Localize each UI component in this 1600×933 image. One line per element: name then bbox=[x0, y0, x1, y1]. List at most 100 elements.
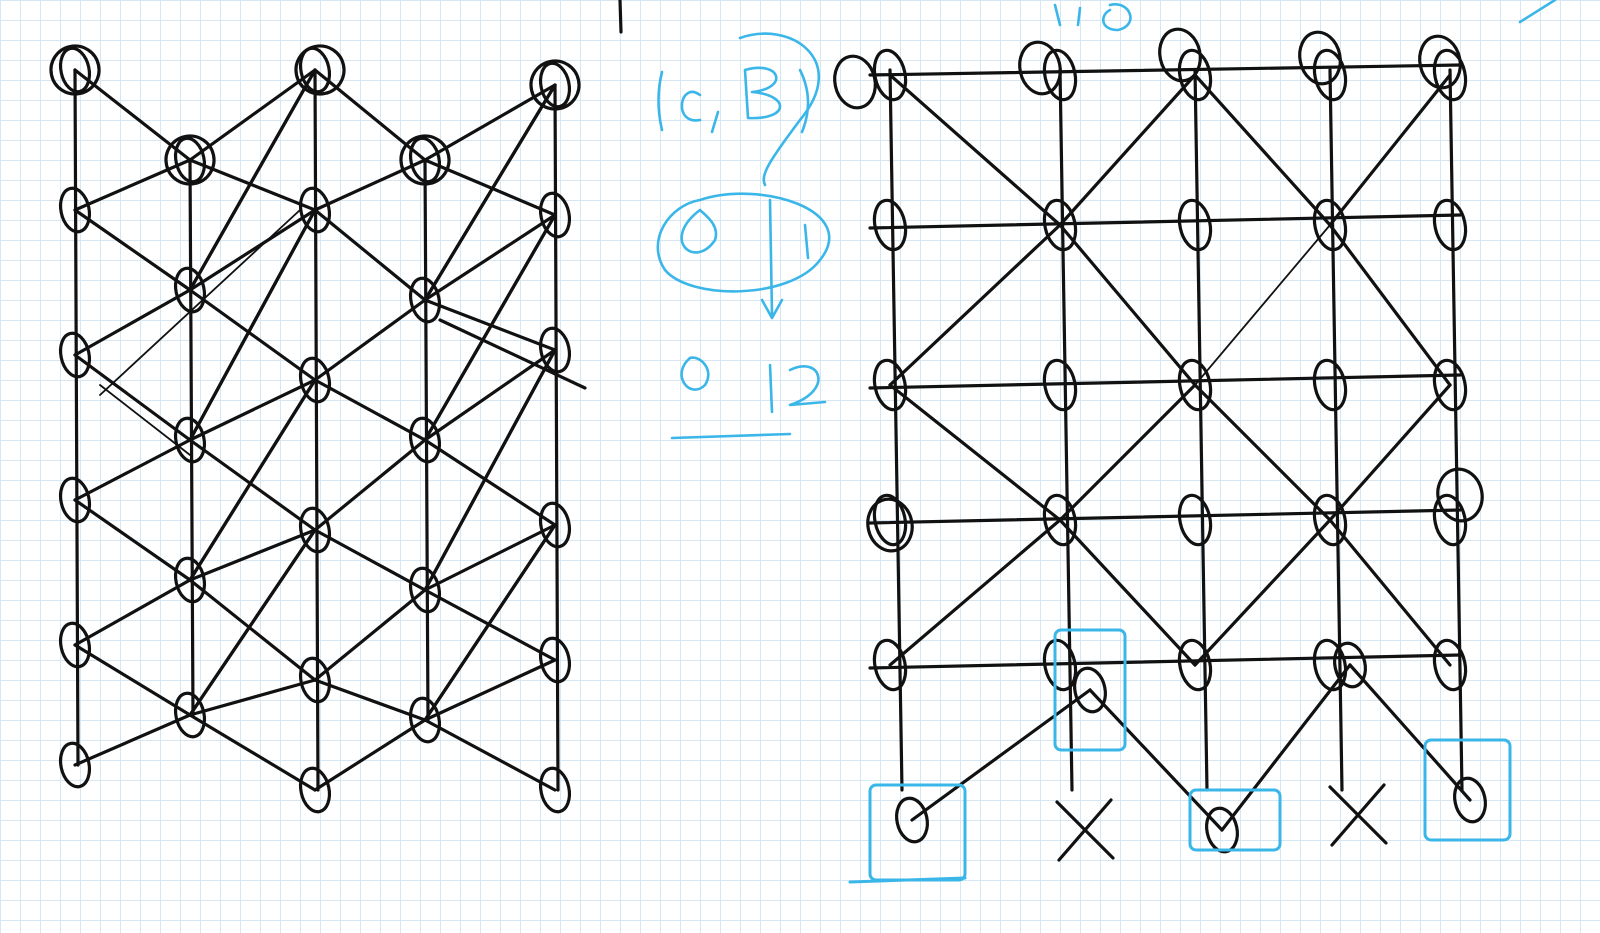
lattice-node bbox=[58, 46, 92, 94]
ladder-node bbox=[1432, 493, 1468, 547]
lattice-diagonal-strut bbox=[73, 68, 192, 162]
lattice-diagonal-strut bbox=[313, 298, 427, 382]
lattice-node bbox=[298, 766, 332, 814]
ladder-vertical-strut bbox=[1448, 68, 1464, 792]
highlight-box bbox=[1053, 628, 1127, 752]
ladder-node bbox=[1432, 358, 1468, 412]
ladder-node bbox=[1312, 493, 1348, 547]
ladder-node bbox=[895, 796, 929, 844]
lattice-node bbox=[173, 416, 207, 464]
ladder-diagonal-brace bbox=[1058, 383, 1197, 522]
lattice-node bbox=[58, 331, 92, 379]
lattice-vertical-strut bbox=[553, 83, 560, 792]
ladder-node bbox=[1298, 30, 1342, 86]
lattice-node bbox=[538, 61, 572, 109]
lattice-node bbox=[538, 326, 572, 374]
lattice-diagonal-strut bbox=[188, 378, 317, 442]
ladder-diagonal-brace bbox=[888, 518, 1062, 667]
ladder-diagonal-brace bbox=[888, 383, 1062, 522]
ladder-diagonal-brace bbox=[888, 73, 1062, 227]
ladder-node bbox=[1312, 198, 1348, 252]
lattice-diagonal-strut bbox=[73, 208, 192, 292]
lattice-diagonal-strut bbox=[313, 718, 427, 792]
lattice-node bbox=[58, 741, 92, 789]
ladder-vertical-strut bbox=[1328, 68, 1344, 792]
ladder-diagonal-brace bbox=[1328, 518, 1452, 667]
ladder-node bbox=[833, 54, 877, 110]
lattice-node bbox=[538, 636, 572, 684]
lattice-thin-stroke bbox=[99, 209, 301, 396]
lattice-diagonal-strut bbox=[188, 578, 317, 682]
ladder-vertical-strut bbox=[888, 68, 904, 792]
lattice-node bbox=[298, 186, 332, 234]
ladder-diagonal-brace bbox=[1058, 73, 1197, 227]
ladder-node bbox=[1432, 638, 1468, 692]
lattice-diagonal-strut bbox=[313, 208, 427, 302]
ladder-diagonal-brace bbox=[1328, 223, 1452, 387]
handwritten-notes bbox=[656, 0, 1557, 440]
cross-mark bbox=[1057, 798, 1113, 862]
ladder-node bbox=[1418, 34, 1462, 90]
lattice-diagonal-strut bbox=[423, 83, 557, 302]
ladder-rung bbox=[868, 213, 1462, 230]
lattice-diagonal-strut bbox=[423, 718, 557, 792]
lattice-node bbox=[538, 501, 572, 549]
lattice-node bbox=[408, 696, 442, 744]
lattice-node bbox=[173, 691, 207, 739]
lattice-node bbox=[294, 44, 346, 96]
lattice-diagonal-strut bbox=[313, 678, 427, 722]
lattice-diagonal-strut bbox=[73, 158, 192, 212]
lattice-node bbox=[58, 621, 92, 669]
ladder-diagonal-brace bbox=[888, 223, 1062, 387]
lattice-node bbox=[173, 266, 207, 314]
lattice-diagonal-strut bbox=[423, 438, 557, 527]
lattice-diagonal-strut bbox=[423, 658, 557, 722]
ladder-node bbox=[1177, 493, 1213, 547]
lattice-diagonal-strut bbox=[313, 158, 427, 212]
lattice-diagonal-strut bbox=[313, 528, 427, 592]
lattice-node bbox=[408, 566, 442, 614]
ladder-diagonal-brace bbox=[1328, 383, 1452, 522]
cross-mark bbox=[1330, 783, 1386, 847]
lattice-diagonal-strut bbox=[73, 353, 192, 442]
ladder-node bbox=[1436, 467, 1484, 523]
ladder-diagonal-brace bbox=[1193, 383, 1332, 522]
ladder-rung bbox=[868, 373, 1462, 390]
lattice-diagonal-strut bbox=[438, 318, 587, 390]
ladder-node bbox=[1312, 358, 1348, 412]
ladder-vertical-strut bbox=[1193, 68, 1209, 792]
top-edge-stroke bbox=[618, 0, 623, 34]
ladder-node bbox=[872, 198, 908, 252]
lattice-node bbox=[164, 134, 216, 186]
lattice-node bbox=[408, 136, 442, 184]
ladder-node bbox=[1312, 48, 1348, 102]
ladder-node bbox=[1018, 40, 1062, 96]
ladder-bottom-brace bbox=[1088, 688, 1224, 832]
ladder-diagonal-brace bbox=[1058, 223, 1197, 387]
lattice-diagonal-strut bbox=[188, 208, 317, 292]
lattice-diagonal-strut bbox=[188, 378, 317, 582]
ladder-node bbox=[1453, 776, 1487, 824]
lattice-node bbox=[399, 134, 451, 186]
lattice-diagonal-strut bbox=[188, 68, 317, 162]
lattice-diagonal-strut bbox=[313, 68, 427, 162]
lattice-vertical-strut bbox=[73, 68, 80, 767]
ladder-node bbox=[1312, 638, 1348, 692]
lattice-node bbox=[408, 416, 442, 464]
lattice-diagonal-strut bbox=[188, 528, 317, 717]
lattice-diagonal-strut bbox=[188, 438, 317, 532]
lattice-diagonal-strut bbox=[423, 158, 557, 217]
ladder-node bbox=[1205, 806, 1239, 854]
lattice-node bbox=[298, 506, 332, 554]
ladder-diagonal-brace bbox=[1193, 73, 1332, 227]
lattice-diagonal-strut bbox=[188, 528, 317, 582]
lattice-node bbox=[173, 136, 207, 184]
ladder-node bbox=[1177, 638, 1213, 692]
lattice-node bbox=[298, 656, 332, 704]
lattice-diagonal-strut bbox=[73, 713, 192, 767]
lattice-diagonal-strut bbox=[188, 288, 317, 382]
lattice-node bbox=[408, 276, 442, 324]
lattice-diagonal-strut bbox=[73, 498, 192, 582]
ladder-node bbox=[1042, 198, 1078, 252]
